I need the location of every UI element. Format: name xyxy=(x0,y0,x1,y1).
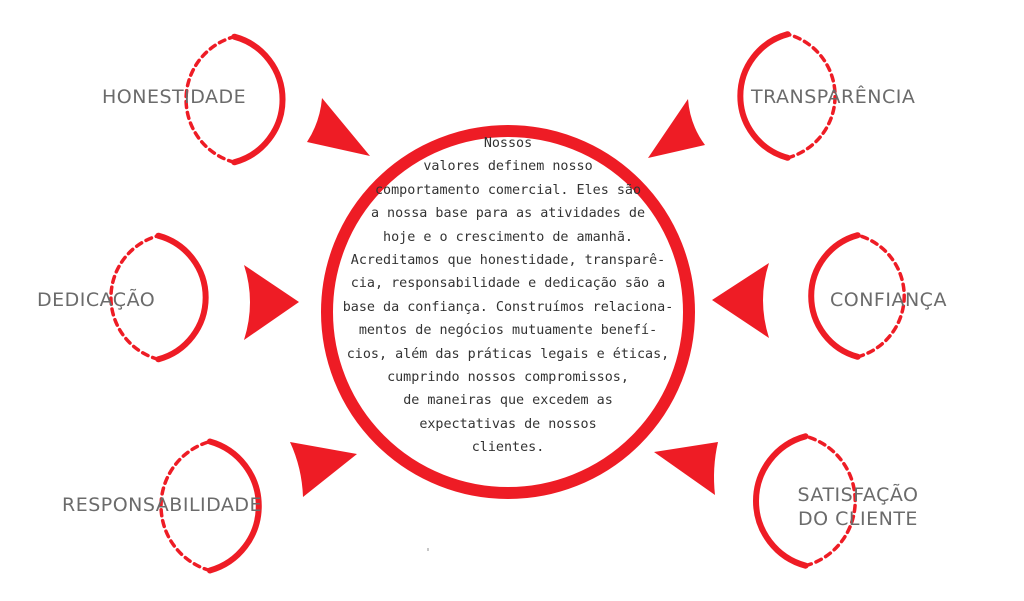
center-line: de maneiras que excedem as xyxy=(403,393,613,409)
arrow-honestidade xyxy=(307,98,370,156)
center-line: valores definem nosso xyxy=(423,159,593,175)
center-line: cumprindo nossos compromissos, xyxy=(387,370,629,386)
arrow-dedicacao xyxy=(244,265,299,340)
arrow-confianca xyxy=(712,263,769,338)
ring-responsabilidade xyxy=(159,438,262,574)
ring-transparencia xyxy=(737,31,837,161)
center-paragraph: Nossos valores definem nosso comportamen… xyxy=(325,132,691,492)
center-line: a nossa base para as atividades de xyxy=(370,206,646,222)
label-satisfacao: SATISFAÇÃO DO CLIENTE xyxy=(788,483,928,531)
label-responsabilidade: RESPONSABILIDADE xyxy=(62,494,263,516)
arrow-transparencia xyxy=(648,99,705,158)
center-line: expectativas de nossos xyxy=(419,416,597,432)
label-honestidade: HONESTIDADE xyxy=(102,86,247,108)
center-line: comportamento comercial. Eles são xyxy=(374,182,642,198)
center-line: Nossos xyxy=(483,136,533,151)
center-circle xyxy=(321,125,695,499)
center-line: mentos de negócios mutuamente benefí- xyxy=(358,323,658,339)
ring-confianca xyxy=(808,232,906,360)
arrow-responsabilidade xyxy=(290,442,357,497)
ring-dedicacao xyxy=(109,232,209,363)
center-line: cia, responsabilidade e dedicação são a xyxy=(350,276,666,292)
ring-satisfacao xyxy=(753,433,857,569)
label-transparencia: TRANSPARÊNCIA xyxy=(751,86,916,108)
center-line: cios, além das práticas legais e éticas, xyxy=(346,346,670,362)
center-line: Acreditamos que honestidade, transparê- xyxy=(350,253,666,269)
label-dedicacao: DEDICAÇÃO xyxy=(37,289,156,311)
label-satisfacao-line1: SATISFAÇÃO xyxy=(797,484,919,506)
center-line: base da confiança. Construímos relaciona… xyxy=(342,299,674,315)
label-confianca: CONFIANÇA xyxy=(830,289,947,311)
ring-honestidade xyxy=(184,33,286,166)
center-line: clientes. xyxy=(471,440,545,456)
stray-dot xyxy=(427,548,429,551)
arrow-satisfacao xyxy=(654,442,718,495)
center-line: hoje e o crescimento de amanhã. xyxy=(383,229,633,245)
label-satisfacao-line2: DO CLIENTE xyxy=(798,508,918,530)
